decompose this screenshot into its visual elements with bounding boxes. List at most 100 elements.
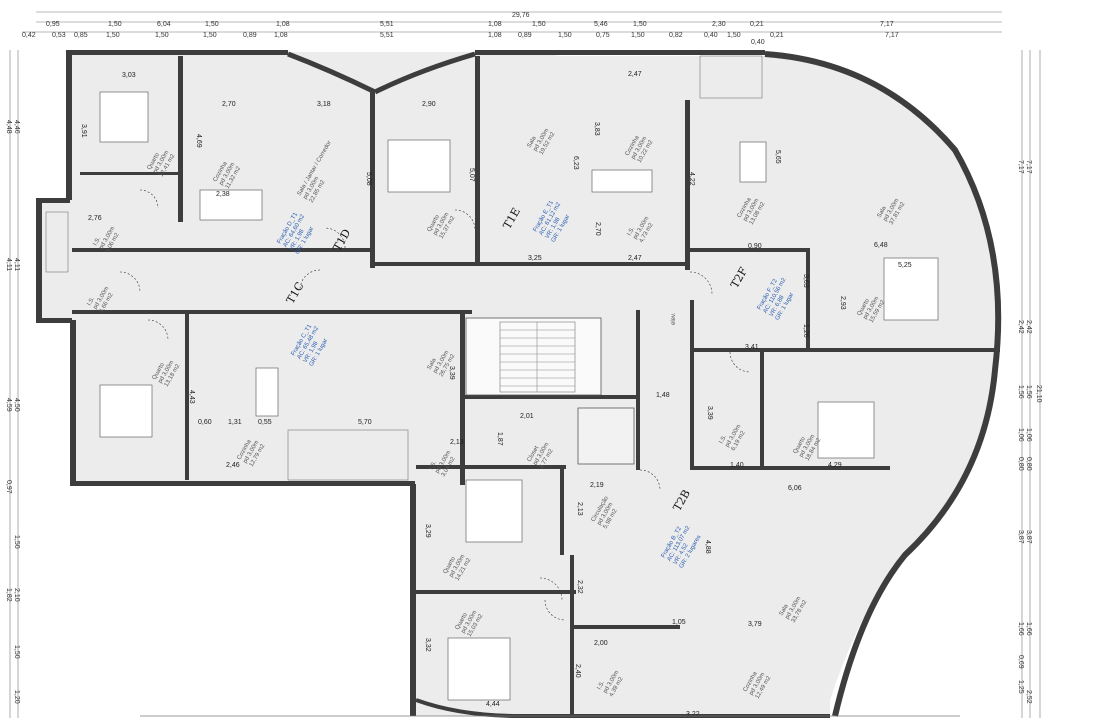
top-dim: 1,50 [633, 21, 647, 28]
top-dim: 1,08 [488, 32, 502, 39]
room-dim: 2,19 [590, 482, 604, 489]
room-dim: 3,79 [748, 621, 762, 628]
room-dim: 3,63 [802, 274, 809, 288]
top-dimension-chain: 29,76 0,95 1,50 6,04 1,50 1,08 5,51 1,08… [22, 11, 1002, 46]
right-dim: 2,42 [1025, 320, 1032, 334]
top-dim: 0,89 [518, 32, 532, 39]
left-dim: 4,11 [5, 258, 12, 271]
top-dim: 5,46 [594, 21, 608, 28]
room-dim: 3,91 [80, 124, 87, 138]
stair-core: elev. [465, 312, 677, 465]
room-dim: 2,90 [422, 101, 436, 108]
room-name: I.S. [597, 680, 607, 691]
room-name: Sala [877, 205, 889, 219]
left-dim: 0,97 [5, 480, 12, 494]
top-dim: 1,50 [532, 21, 546, 28]
top-dim: 0,75 [596, 32, 610, 39]
top-dim: 1,08 [488, 21, 502, 28]
left-dim: 1,20 [13, 690, 20, 704]
top-dim: 0,53 [52, 32, 66, 39]
room-dim: 3,39 [706, 406, 713, 420]
room-dim: 1,48 [656, 392, 670, 399]
top-dim: 7,17 [885, 32, 899, 39]
room-dim: 1,05 [672, 619, 686, 626]
right-dim: 0,80 [1017, 457, 1024, 471]
right-dim: 0,80 [1025, 457, 1032, 471]
top-dim: 0,21 [770, 32, 784, 39]
room-dim: 0,55 [258, 419, 272, 426]
room-dim: 3,03 [122, 72, 136, 79]
room-dim: 4,44 [486, 701, 500, 708]
room-dim: 2,13 [450, 439, 464, 446]
room-dim: 2,70 [222, 101, 236, 108]
left-dim: 1,82 [5, 588, 12, 602]
top-dim: 0,89 [243, 32, 257, 39]
room-dim: 0,90 [748, 243, 762, 250]
top-dim: 1,50 [558, 32, 572, 39]
door-swings [119, 189, 751, 621]
top-dim: 1,08 [276, 21, 290, 28]
room-dim: 5,08 [365, 172, 372, 186]
right-dim: 1,06 [1017, 428, 1024, 442]
room-dim: 2,13 [576, 502, 583, 516]
room-dim: 4,88 [704, 540, 711, 554]
top-dim: 0,85 [74, 32, 88, 39]
room-dim: 5,25 [898, 262, 912, 269]
right-dim: 2,42 [1017, 320, 1024, 334]
room-dim: 2,40 [574, 664, 581, 678]
right-dim: 1,06 [1025, 428, 1032, 442]
top-dim: 0,42 [22, 32, 36, 39]
top-dim: 5,51 [380, 32, 394, 39]
right-dim: 21,10 [1035, 385, 1042, 403]
room-dim: 3,29 [424, 524, 431, 538]
top-dim: 5,51 [380, 21, 394, 28]
top-dim: 1,50 [155, 32, 169, 39]
room-dim: 2,46 [226, 462, 240, 469]
left-dim: 4,11 [13, 258, 20, 271]
room-dim: 2,70 [594, 222, 601, 236]
elevator-label: elev. [671, 312, 677, 325]
right-dim: 3,87 [1025, 530, 1032, 544]
room-dim: 1,26 [802, 324, 809, 338]
top-dim: 1,50 [106, 32, 120, 39]
top-dim: 1,50 [108, 21, 122, 28]
top-dim: 7,17 [880, 21, 894, 28]
room-dim: 3,22 [686, 711, 700, 718]
top-dim: 6,04 [157, 21, 171, 28]
left-dim: 4,48 [5, 120, 12, 134]
room-dim: 2,01 [520, 413, 534, 420]
right-dim: 2,52 [1025, 690, 1032, 704]
room-name: Sala [527, 135, 539, 149]
top-dim: 0,40 [751, 39, 765, 46]
top-dim: 0,95 [46, 21, 60, 28]
room-dim: 2,93 [839, 296, 846, 310]
stair-treads [500, 322, 575, 392]
room-dim: 4,29 [828, 462, 842, 469]
right-dim: 3,87 [1017, 530, 1024, 544]
furniture [99, 91, 939, 701]
right-dim: 1,25 [1017, 680, 1024, 694]
interior-dimensions: 3,03 2,70 3,18 3,91 4,69 2,38 2,76 5,08 … [80, 71, 912, 718]
left-dim: 2,10 [13, 588, 20, 602]
room-name: I.S. [719, 434, 729, 445]
room-name: I.S. [93, 236, 103, 247]
room-dim: 3,39 [448, 366, 455, 380]
top-dim: 1,50 [631, 32, 645, 39]
room-dim: 3,25 [528, 255, 542, 262]
room-dim: 6,23 [572, 156, 579, 170]
room-dim: 1,31 [228, 419, 242, 426]
right-dim: 1,66 [1017, 622, 1024, 636]
right-dim: 1,66 [1025, 622, 1032, 636]
total-width-dim: 29,76 [512, 12, 530, 19]
room-dim: 3,41 [745, 344, 759, 351]
right-dim: 1,56 [1025, 385, 1032, 399]
right-dim: 0,69 [1017, 655, 1024, 669]
left-dim: 4,46 [13, 120, 20, 134]
right-dimension-chain: 7,17 7,17 2,42 2,42 1,56 1,56 1,06 1,06 … [1017, 50, 1042, 718]
left-dim: 4,50 [13, 398, 20, 412]
room-quarto-f2: Quarto pd 3,00m 18,84 m2 [793, 434, 823, 462]
left-dim: 1,50 [13, 535, 20, 549]
room-dim: 4,69 [195, 134, 202, 148]
room-name: I.S. [627, 226, 637, 237]
fraction-c-info: Fração C_T1 AC: 65,48 m2 VR: 1,98 GR: 1 … [291, 323, 330, 367]
